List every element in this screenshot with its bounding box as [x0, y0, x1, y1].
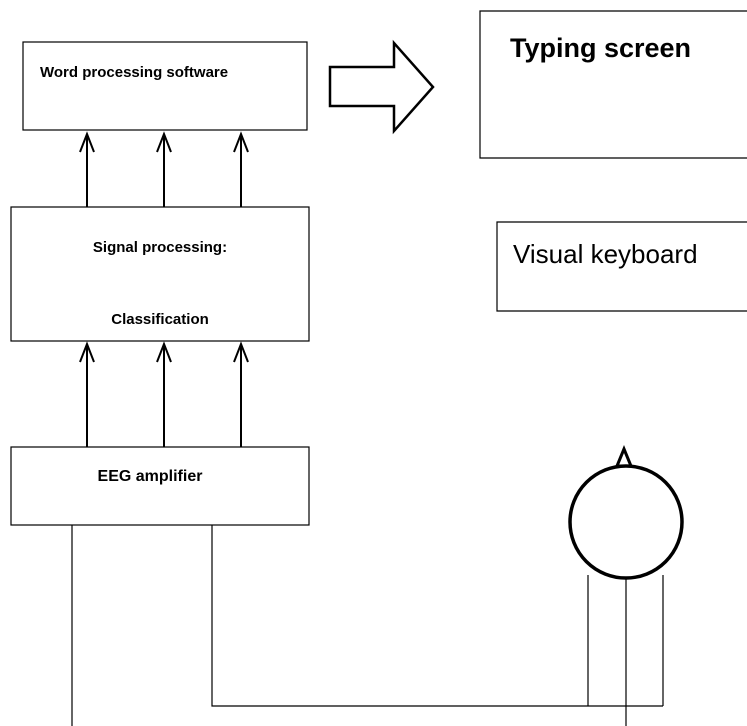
word-processing-box: Word processing software — [22, 41, 308, 131]
lower-arrow-head-2 — [156, 341, 172, 363]
upper-arrow-head-3 — [233, 131, 249, 153]
visual-keyboard-label: Visual keyboard — [513, 239, 698, 269]
eeg-amplifier-box: EEG amplifier — [10, 446, 310, 526]
upper-arrow-head-1 — [79, 131, 95, 153]
signal-cable — [211, 525, 588, 707]
classification-label: Classification — [111, 311, 209, 328]
nose-icon — [614, 445, 634, 468]
lower-arrow-head-1 — [79, 341, 95, 363]
signal-processing-box: Signal processing: Classification — [10, 206, 310, 342]
typing-screen-label: Typing screen — [510, 33, 691, 63]
head-icon — [568, 445, 684, 580]
word-processing-label: Word processing software — [40, 64, 228, 81]
upper-arrows — [79, 131, 249, 207]
upper-arrow-head-2 — [156, 131, 172, 153]
electrode-cables — [71, 525, 664, 726]
hollow-arrow-icon — [328, 39, 435, 135]
signal-processing-label: Signal processing: — [93, 239, 227, 256]
eeg-amplifier-label: EEG amplifier — [98, 468, 203, 485]
lower-arrows — [79, 341, 249, 447]
visual-keyboard-box: Visual keyboard — [496, 221, 747, 312]
lower-arrow-head-3 — [233, 341, 249, 363]
head-circle — [568, 464, 684, 580]
typing-screen-box: Typing screen — [479, 10, 747, 159]
